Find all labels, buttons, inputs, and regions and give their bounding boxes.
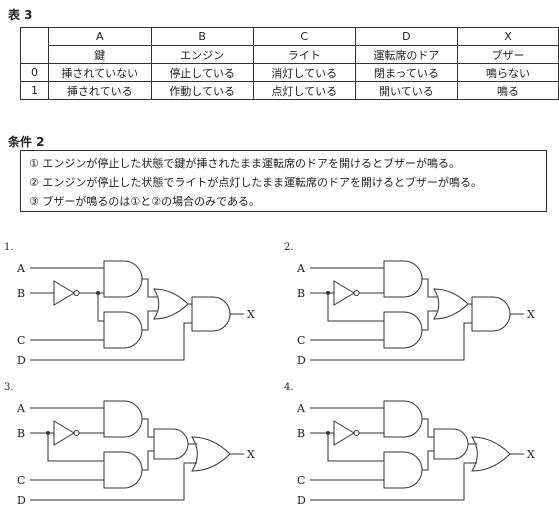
wire bbox=[327, 293, 384, 322]
output-label: X bbox=[247, 308, 255, 321]
and-gate bbox=[191, 296, 231, 332]
wire bbox=[327, 433, 384, 462]
circuit-number: 1. bbox=[4, 242, 14, 253]
wire bbox=[30, 462, 197, 501]
input-label: B bbox=[297, 427, 305, 440]
input-label: C bbox=[17, 474, 25, 487]
condition-item: ① エンジンが停止した状態で鍵が挿されたまま運転席のドアを開けるとブザーが鳴る。 bbox=[29, 157, 461, 170]
output-label: X bbox=[247, 448, 255, 461]
and-gate bbox=[433, 428, 469, 460]
table-cell: 閉まっている bbox=[354, 63, 458, 82]
table-cell: 挿されていない bbox=[47, 63, 152, 82]
not-gate bbox=[53, 280, 75, 306]
table3: A B C D X 鍵 エンジン ライト 運転席のドア ブザー 0 挿されていな… bbox=[20, 27, 559, 100]
input-label: A bbox=[296, 262, 306, 275]
and-gate bbox=[383, 451, 423, 489]
wire bbox=[422, 450, 434, 471]
wire bbox=[422, 310, 437, 331]
wire bbox=[142, 310, 157, 331]
input-label: B bbox=[297, 287, 305, 300]
wire bbox=[97, 293, 104, 322]
input-label: C bbox=[297, 334, 305, 347]
or-gate bbox=[433, 288, 469, 320]
table-cell: 挿されている bbox=[47, 81, 152, 100]
wire bbox=[142, 278, 157, 298]
condition2-title: 条件 2 bbox=[8, 135, 45, 149]
input-label: D bbox=[17, 494, 26, 507]
input-label: A bbox=[296, 402, 306, 415]
table-corner-cell bbox=[20, 27, 49, 64]
not-bubble bbox=[73, 290, 80, 296]
output-label: X bbox=[527, 448, 535, 461]
circuit-number: 3. bbox=[4, 382, 14, 393]
wire bbox=[422, 278, 437, 298]
table-cell: 鳴らない bbox=[456, 63, 559, 82]
not-gate bbox=[53, 420, 75, 446]
and-gate bbox=[153, 428, 189, 460]
table3-title: 表 3 bbox=[8, 8, 33, 22]
and-gate bbox=[383, 400, 423, 438]
input-label: C bbox=[17, 334, 25, 347]
table-cell: 点灯している bbox=[252, 81, 356, 100]
table-row: 1 挿されている 作動している 点灯している 開いている 鳴る bbox=[20, 81, 559, 100]
table-row: 0 挿されていない 停止している 消灯している 閉まっている 鳴らない bbox=[20, 63, 559, 82]
and-gate bbox=[103, 260, 143, 298]
condition2-box: ① エンジンが停止した状態で鍵が挿されたまま運転席のドアを開けるとブザーが鳴る。… bbox=[20, 150, 547, 212]
condition-item: ② エンジンが停止した状態でライトが点灯したまま運転席のドアを開けるとブザーが鳴… bbox=[29, 176, 483, 189]
wire bbox=[142, 418, 154, 438]
condition-item: ③ ブザーが鳴るのは①と②の場合のみである。 bbox=[29, 195, 260, 208]
and-gate bbox=[383, 260, 423, 298]
not-bubble bbox=[353, 430, 360, 436]
not-gate bbox=[333, 420, 355, 446]
input-label: D bbox=[297, 494, 306, 507]
not-bubble bbox=[73, 430, 80, 436]
input-label: A bbox=[16, 262, 26, 275]
wire bbox=[142, 450, 154, 471]
or-gate bbox=[153, 288, 189, 320]
input-label: D bbox=[17, 354, 26, 367]
table-subheader-cell: 運転席のドア bbox=[354, 45, 458, 64]
output-label: X bbox=[527, 308, 535, 321]
wire bbox=[30, 322, 192, 361]
table-cell: 開いている bbox=[354, 81, 458, 100]
table-cell: 鳴る bbox=[456, 81, 559, 100]
table-cell: 消灯している bbox=[252, 63, 356, 82]
circuit-number: 2. bbox=[284, 242, 294, 253]
wire bbox=[310, 462, 477, 501]
and-gate bbox=[103, 400, 143, 438]
or-gate bbox=[471, 436, 511, 472]
input-label: C bbox=[297, 474, 305, 487]
and-gate bbox=[103, 311, 143, 349]
circuit-number: 4. bbox=[284, 382, 294, 393]
and-gate bbox=[471, 296, 511, 332]
wire bbox=[422, 418, 434, 438]
wire bbox=[47, 433, 104, 462]
and-gate bbox=[103, 451, 143, 489]
or-gate bbox=[191, 436, 231, 472]
wire bbox=[310, 322, 472, 361]
table-row-label: 0 bbox=[20, 63, 49, 82]
input-label: B bbox=[17, 287, 25, 300]
not-bubble bbox=[353, 290, 360, 296]
and-gate bbox=[383, 311, 423, 349]
input-label: A bbox=[16, 402, 26, 415]
table-cell: 作動している bbox=[150, 81, 254, 100]
input-label: D bbox=[297, 354, 306, 367]
table-row-label: 1 bbox=[20, 81, 49, 100]
not-gate bbox=[333, 280, 355, 306]
input-label: B bbox=[17, 427, 25, 440]
